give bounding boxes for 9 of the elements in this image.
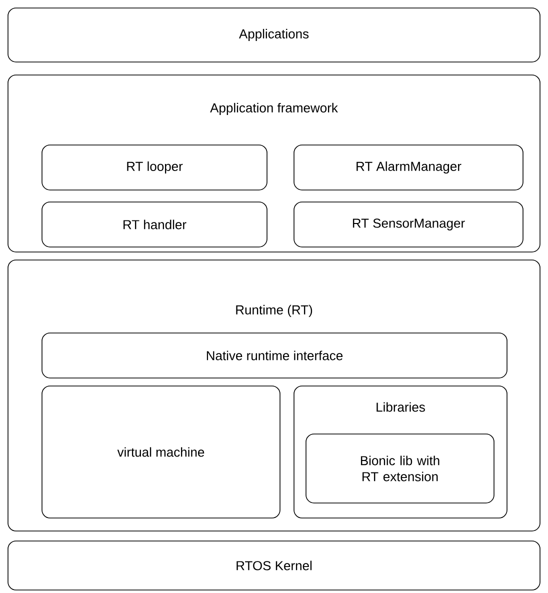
component-box: virtual machine [42, 386, 280, 518]
component-box: Bionic lib with RT extension [306, 434, 494, 504]
layer-box: RTOS Kernel [8, 540, 540, 590]
component-box: Native runtime interface [42, 332, 508, 378]
component-box: RT AlarmManager [294, 144, 524, 190]
layer-box: Applications [8, 8, 540, 62]
component-box: RT looper [42, 144, 268, 190]
component-box: RT SensorManager [294, 202, 524, 248]
component-box: RT handler [42, 202, 268, 248]
